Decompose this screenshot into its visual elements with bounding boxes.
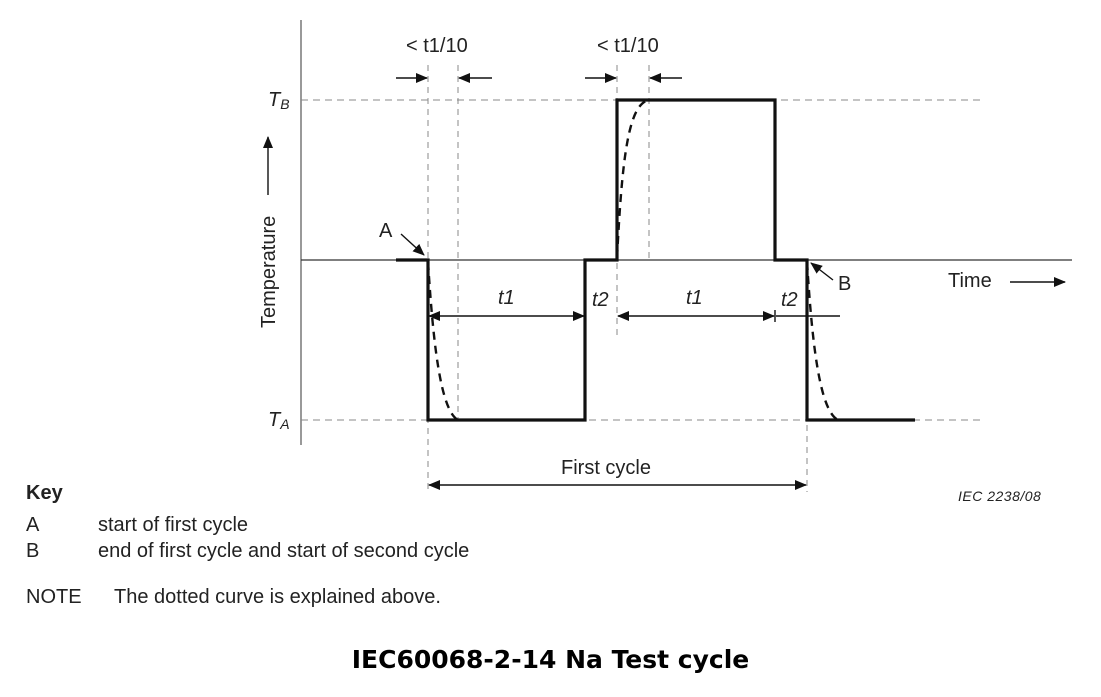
key-item-b: B end of first cycle and start of second… (26, 538, 469, 564)
note-tag: NOTE (26, 586, 82, 608)
dotted-curve-cooling-2 (805, 261, 839, 422)
t2-label-2: t2 (781, 289, 798, 311)
t-lt-label-2: < t1/10 (597, 35, 659, 57)
point-a-label: A (379, 220, 393, 242)
temperature-profile (396, 98, 915, 422)
iec-reference: IEC 2238/08 (958, 488, 1042, 504)
figure-caption: IEC60068-2-14 Na Test cycle (351, 645, 750, 674)
t1-label-2: t1 (686, 287, 703, 309)
key-text: end of first cycle and start of second c… (98, 540, 470, 562)
key-legend: Key A start of first cycle B end of firs… (26, 480, 469, 564)
test-cycle-diagram: < t1/10 < t1/10 TB TA Temperature Time A… (258, 20, 1072, 492)
ta-label: TA (268, 409, 290, 432)
temperature-axis-label: Temperature (258, 216, 280, 328)
tb-label: TB (268, 89, 290, 112)
time-axis-label: Time (948, 270, 992, 292)
point-b-arrow (810, 262, 834, 281)
key-title: Key (26, 482, 63, 504)
key-letter: B (26, 540, 40, 562)
t-lt-label-1: < t1/10 (406, 35, 468, 57)
key-letter: A (26, 514, 40, 536)
dotted-curve-heating (615, 98, 650, 259)
t2-label-1: t2 (592, 289, 609, 311)
key-text: start of first cycle (98, 514, 249, 536)
t1-label-1: t1 (498, 287, 515, 309)
dotted-curve-cooling-1 (426, 261, 459, 422)
point-b-label: B (838, 273, 851, 295)
note-text: The dotted curve is explained above. (114, 586, 441, 608)
first-cycle-label: First cycle (561, 457, 651, 479)
point-a-arrow (400, 233, 425, 256)
interval-arrows (428, 310, 840, 322)
note: NOTE The dotted curve is explained above. (26, 586, 441, 609)
key-item-a: A start of first cycle (26, 512, 469, 538)
